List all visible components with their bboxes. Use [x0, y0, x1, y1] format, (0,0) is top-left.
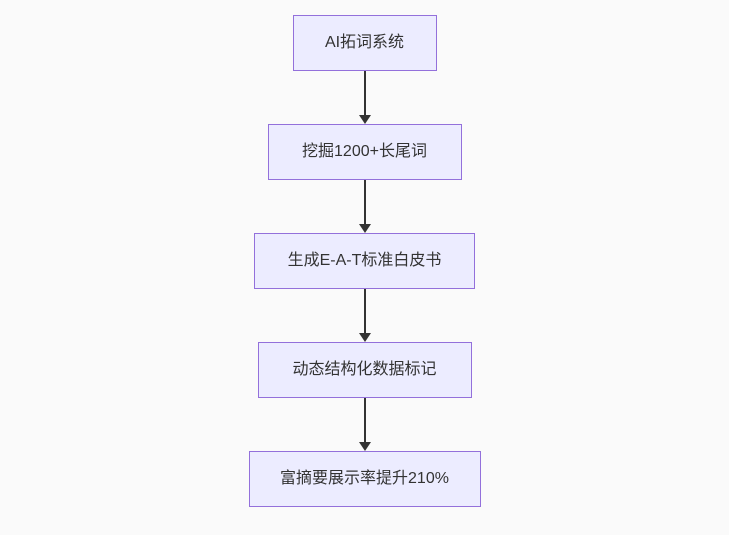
arrow-line — [363, 289, 366, 334]
flow-node-dynamic-structured-data-markup: 动态结构化数据标记 — [257, 342, 472, 398]
flow-node-ai-word-expansion-system: AI拓词系统 — [292, 15, 437, 71]
flow-arrow-4 — [358, 398, 371, 451]
arrow-line — [363, 180, 366, 225]
flow-node-rich-snippet-rate-increase: 富摘要展示率提升210% — [248, 451, 481, 507]
flow-node-mine-longtail-keywords: 挖掘1200+长尾词 — [267, 124, 462, 180]
arrowhead-down-icon — [358, 115, 371, 124]
flow-arrow-2 — [358, 180, 371, 233]
arrowhead-down-icon — [358, 442, 371, 451]
flow-node-label: 富摘要展示率提升210% — [280, 470, 449, 487]
flow-node-generate-eat-whitepaper: 生成E-A-T标准白皮书 — [254, 233, 475, 289]
arrowhead-down-icon — [358, 333, 371, 342]
flow-node-label: 挖掘1200+长尾词 — [302, 143, 427, 160]
arrow-line — [363, 398, 366, 443]
flow-node-label: 动态结构化数据标记 — [292, 361, 437, 378]
flow-node-label: AI拓词系统 — [324, 34, 405, 51]
arrowhead-down-icon — [358, 224, 371, 233]
flow-arrow-3 — [358, 289, 371, 342]
flow-arrow-1 — [358, 71, 371, 124]
arrow-line — [363, 71, 366, 116]
flow-node-label: 生成E-A-T标准白皮书 — [287, 252, 442, 269]
